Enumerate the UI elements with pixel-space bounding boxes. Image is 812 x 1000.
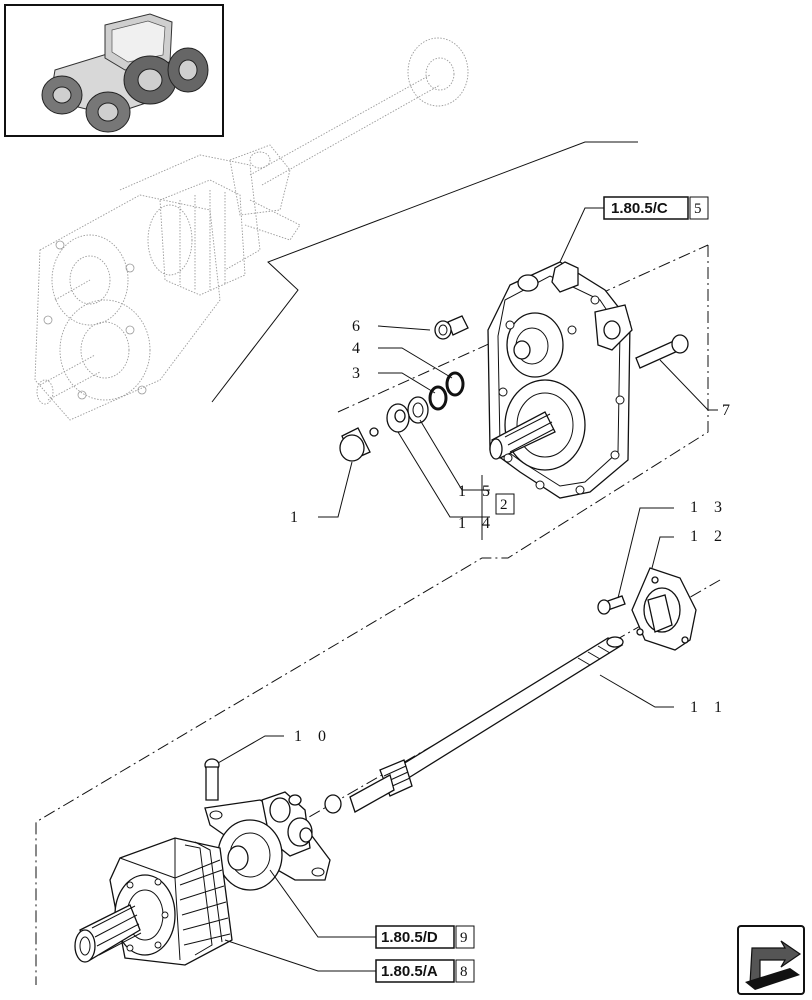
callout-1: 1 xyxy=(290,509,304,526)
ref-bottom-num: 8 xyxy=(460,964,468,980)
callout-3: 3 xyxy=(352,365,366,382)
callout-14: 1 4 xyxy=(458,515,496,532)
callout-15: 1 5 xyxy=(458,483,496,500)
clutch-pack[interactable] xyxy=(74,837,233,966)
ref-box-bottom[interactable]: 1.80.5/A 8 xyxy=(375,959,475,983)
bolt-6[interactable] xyxy=(434,315,469,340)
seal-15[interactable] xyxy=(407,396,429,424)
bolt-13[interactable] xyxy=(597,595,626,615)
ref-mid-label: 1.80.5/D xyxy=(381,929,438,946)
ref-mid-num: 9 xyxy=(460,930,468,946)
gearbox-housing[interactable] xyxy=(487,261,633,499)
ref-box-top[interactable]: 1.80.5/C 5 xyxy=(603,196,709,220)
bolt-7[interactable] xyxy=(635,334,689,369)
flange-12[interactable] xyxy=(631,567,697,651)
leader-lines xyxy=(217,207,718,972)
callout-7: 7 xyxy=(722,402,736,419)
o-ring-3[interactable] xyxy=(428,385,448,411)
o-ring-4[interactable] xyxy=(445,371,465,397)
kit-num: 2 xyxy=(500,497,508,513)
bolt-10[interactable] xyxy=(204,758,220,801)
ref-top-num: 5 xyxy=(694,201,702,217)
background-assembly-outline xyxy=(34,37,469,421)
shaft-11[interactable] xyxy=(324,636,624,814)
callout-4: 4 xyxy=(352,340,366,357)
callout-6: 6 xyxy=(352,318,366,335)
next-page-arrow-icon[interactable] xyxy=(737,925,805,995)
seal-14[interactable] xyxy=(386,403,410,433)
callout-11: 1 1 xyxy=(690,699,728,716)
cap-1[interactable] xyxy=(339,427,371,462)
ref-top-label: 1.80.5/C xyxy=(611,200,668,217)
kit-box[interactable]: 2 xyxy=(495,493,515,515)
tractor-thumbnail-icon[interactable] xyxy=(4,4,224,137)
zoom-callout-line xyxy=(211,141,638,403)
callout-12: 1 2 xyxy=(690,528,728,545)
ref-box-mid[interactable]: 1.80.5/D 9 xyxy=(375,925,475,949)
coupling-disc[interactable] xyxy=(217,819,283,891)
ref-bottom-label: 1.80.5/A xyxy=(381,963,438,980)
ball[interactable] xyxy=(369,427,379,437)
callout-13: 1 3 xyxy=(690,499,728,516)
group-boundary xyxy=(35,245,709,985)
callout-10: 1 0 xyxy=(294,728,332,745)
